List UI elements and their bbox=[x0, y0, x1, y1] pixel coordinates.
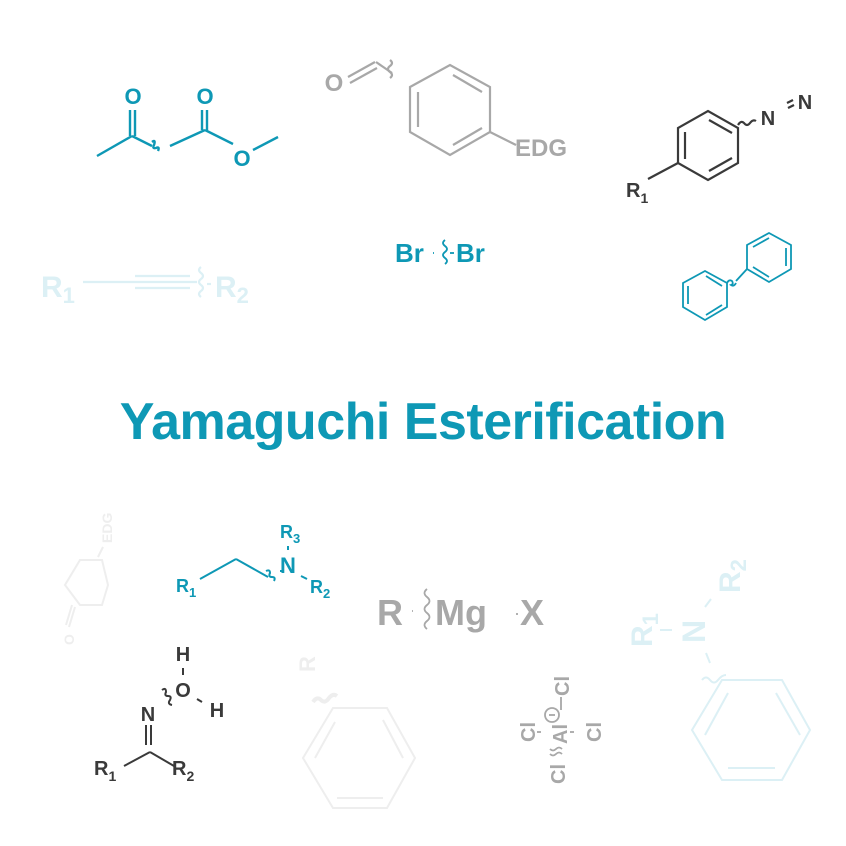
benzaldehyde-edg-structure: O EDG bbox=[325, 59, 567, 162]
hydrogen-label: H bbox=[210, 700, 224, 722]
oxygen-label: O bbox=[175, 680, 191, 702]
chlorine-label: Cl bbox=[584, 722, 606, 742]
magnesium-label: Mg bbox=[435, 592, 487, 633]
nitrogen-label: N bbox=[761, 108, 775, 130]
bromine-label: Br bbox=[395, 238, 424, 268]
r2-label: R2 bbox=[714, 559, 751, 593]
r1-label: R1 bbox=[626, 613, 663, 647]
page-title: Yamaguchi Esterification bbox=[119, 393, 727, 451]
tertiary-amine-structure: R1 R3 N R2 bbox=[176, 522, 330, 600]
faint-phenyl-structure: R bbox=[295, 656, 417, 809]
aluminum-label: Al bbox=[550, 724, 572, 744]
oxime-structure: N O H H R1 R2 bbox=[94, 644, 224, 784]
r2-label: R2 bbox=[215, 271, 249, 308]
bromine-structure: Br Br bbox=[395, 238, 485, 268]
r1-label: R1 bbox=[176, 576, 196, 600]
edg-label: EDG bbox=[515, 135, 567, 162]
chlorine-label: Cl bbox=[518, 722, 540, 742]
r3-label: R3 bbox=[280, 522, 300, 546]
oxygen-label: O bbox=[325, 70, 344, 97]
r1-label: R1 bbox=[626, 180, 648, 206]
nitrogen-label: N bbox=[141, 704, 155, 726]
r-label: R bbox=[377, 592, 403, 633]
halide-label: X bbox=[520, 592, 544, 633]
nitrogen-label: N bbox=[676, 620, 712, 643]
faint-aniline-structure: R1 N R2 bbox=[626, 559, 812, 781]
methyl-acetoacetate-structure: O O O bbox=[96, 84, 279, 171]
r2-label: R2 bbox=[310, 577, 330, 600]
chlorine-label: Cl bbox=[552, 676, 574, 696]
hydrogen-label: H bbox=[176, 644, 190, 666]
r1-label: R1 bbox=[94, 758, 116, 784]
aryl-diazonium-structure: N N R1 bbox=[626, 92, 812, 206]
alkyne-structure: R1 R2 bbox=[41, 266, 249, 308]
chlorine-label: Cl bbox=[548, 764, 570, 784]
edg-label: EDG bbox=[99, 513, 115, 543]
nitrogen-label: N bbox=[798, 92, 812, 114]
biphenyl-structure bbox=[682, 231, 792, 322]
faint-benzaldehyde-structure: EDG O bbox=[61, 513, 115, 645]
oxygen-label: O bbox=[233, 146, 250, 171]
oxygen-label: O bbox=[124, 84, 141, 109]
grignard-reagent-structure: R Mg X bbox=[377, 588, 544, 633]
tetrachloroaluminate-structure: Cl Cl Cl Cl Al bbox=[518, 676, 606, 784]
oxygen-label: O bbox=[196, 84, 213, 109]
oxygen-label: O bbox=[61, 634, 77, 645]
r2-label: R2 bbox=[172, 758, 194, 784]
nitrogen-label: N bbox=[280, 553, 296, 578]
r-label: R bbox=[295, 656, 320, 672]
bromine-label: Br bbox=[456, 238, 485, 268]
r1-label: R1 bbox=[41, 271, 75, 308]
